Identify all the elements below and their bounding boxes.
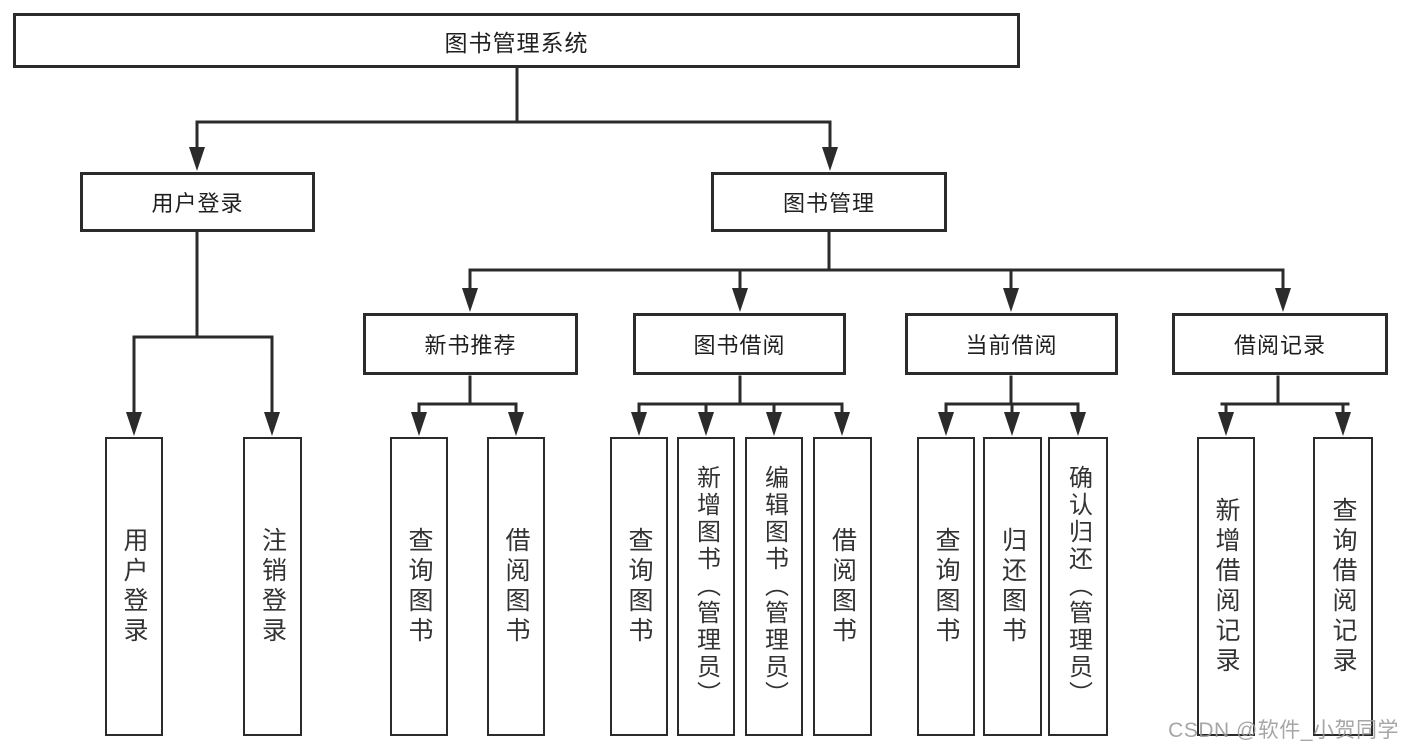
leaf-borrow-add-books-admin: 新增图书（管理员）: [677, 437, 735, 736]
leaf-user-login: 用户登录: [105, 437, 163, 736]
leaf-borrow-borrow-books: 借阅图书: [813, 437, 872, 736]
leaf-borrow-edit-books-admin: 编辑图书（管理员）: [745, 437, 803, 736]
leaf-borrow-query-books: 查询图书: [610, 437, 668, 736]
leaf-records-add-borrow-record: 新增借阅记录: [1197, 437, 1255, 736]
node-new-book-recommend: 新书推荐: [363, 313, 578, 375]
watermark: CSDN @软件_小贺同学: [1168, 719, 1399, 742]
leaf-current-query-books: 查询图书: [917, 437, 975, 736]
leaf-logout: 注销登录: [243, 437, 302, 736]
leaf-newbooks-borrow-books: 借阅图书: [487, 437, 545, 736]
node-book-borrow: 图书借阅: [633, 313, 846, 375]
node-library-management-system: 图书管理系统: [13, 13, 1020, 68]
node-current-borrow: 当前借阅: [905, 313, 1118, 375]
leaf-current-confirm-return-admin: 确认归还（管理员）: [1048, 437, 1108, 736]
leaf-records-query-borrow-record: 查询借阅记录: [1313, 437, 1373, 736]
node-borrow-records: 借阅记录: [1172, 313, 1388, 375]
leaf-current-return-books: 归还图书: [983, 437, 1042, 736]
node-user-login: 用户登录: [80, 172, 315, 232]
node-book-management: 图书管理: [711, 172, 947, 232]
leaf-newbooks-query-books: 查询图书: [390, 437, 448, 736]
